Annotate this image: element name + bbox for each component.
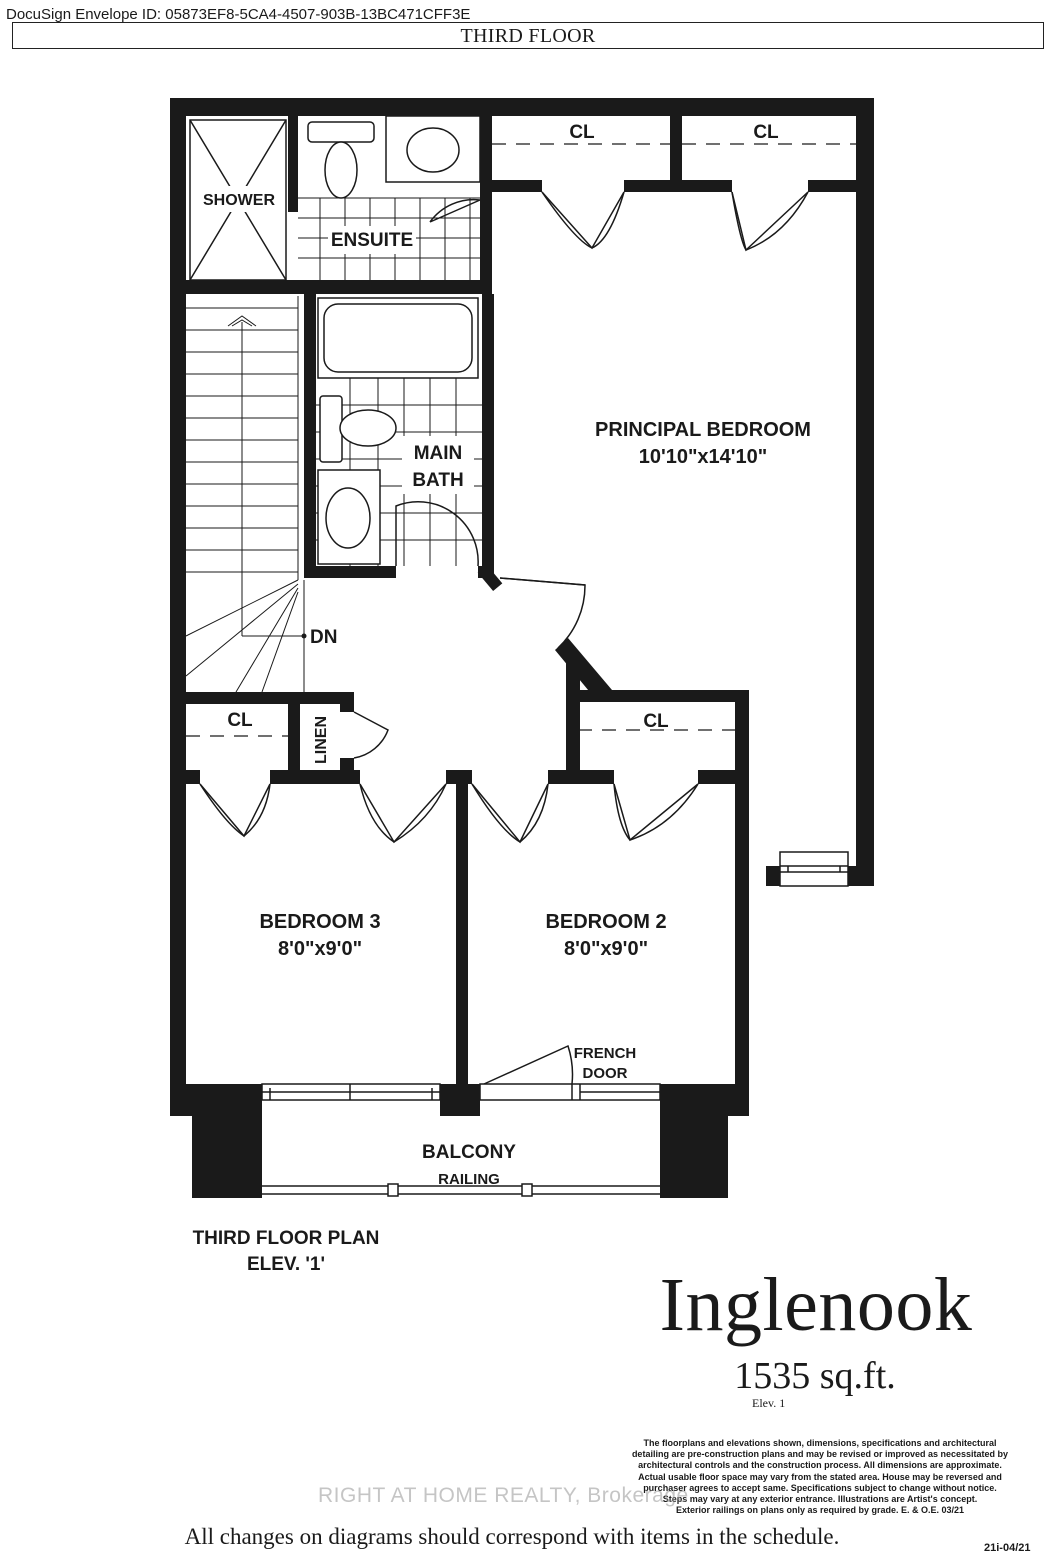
disclaimer-line: The floorplans and elevations shown, dim… (643, 1438, 997, 1448)
plan-caption-line2: ELEV. '1' (246, 1254, 326, 1275)
disclaimer-line: Actual usable floor space may vary from … (638, 1471, 1002, 1482)
closet-label-2: CL (753, 122, 779, 143)
principal-window (779, 851, 849, 887)
balcony-pier-right (660, 1100, 728, 1198)
main-bath-door-swing (395, 501, 479, 567)
wall-principal-lower (566, 660, 580, 772)
plan-caption: THIRD FLOOR PLAN ELEV. '1' (188, 1226, 384, 1278)
bedroom-closet-doors (199, 783, 699, 844)
wall-mainbath-bottom (304, 566, 396, 578)
model-name: Inglenook (659, 1263, 973, 1347)
wall-hall-closet-top (186, 692, 354, 704)
wall-mainbath-right (482, 294, 494, 576)
floor-title: THIRD FLOOR (460, 25, 596, 47)
main-bath-fixtures (317, 395, 397, 565)
header-box: THIRD FLOOR (12, 22, 1044, 49)
bedroom3-window (261, 1083, 441, 1101)
disclaimer-line: Exterior railings on plans only as requi… (675, 1505, 965, 1516)
french-door-label-2: DOOR (583, 1065, 628, 1082)
hall-closet (186, 729, 735, 737)
wall-bed-divider (456, 770, 468, 1116)
balcony-label: BALCONY (422, 1142, 516, 1163)
principal-closet-doors (541, 191, 809, 252)
wall-right (856, 98, 874, 886)
closet-label-1: CL (569, 122, 595, 143)
wall-angle (555, 638, 612, 702)
wall-top (170, 98, 874, 116)
principal-door-leaf (499, 577, 586, 586)
linen-label: LINEN (313, 716, 330, 764)
wall-shower-right (288, 116, 298, 212)
wall-bed2-front-rr (698, 770, 749, 784)
model-elevation: Elev. 1 (752, 1396, 786, 1410)
disclaimer: The floorplans and elevations shown, dim… (612, 1438, 1028, 1516)
wall-left (170, 98, 186, 1116)
ensuite-label: ENSUITE (331, 230, 413, 251)
main-bath-label-1: MAIN (414, 443, 463, 464)
ensuite-door-swing (429, 198, 481, 223)
wall-bed3-front-l (186, 770, 200, 784)
wall-closet-divider (670, 116, 682, 192)
disclaimer-line: Steps may vary at any exterior entrance.… (662, 1494, 978, 1505)
main-bath-label-2: BATH (412, 470, 463, 491)
stair-post (477, 564, 503, 592)
shower-label: SHOWER (203, 192, 275, 209)
wall-bed2-closet-top (566, 690, 749, 702)
wall-lower-right (735, 852, 749, 1116)
french-door (479, 1044, 661, 1101)
disclaimer-line: detailing are pre-construction plans and… (631, 1449, 1009, 1460)
closet-label-3: CL (227, 710, 253, 731)
bedroom2-label: BEDROOM 2 (545, 911, 666, 933)
balcony-pier-left (192, 1100, 262, 1198)
french-door-label-1: FRENCH (574, 1045, 637, 1062)
model-area: 1535 sq.ft. (734, 1355, 896, 1397)
railing-label: RAILING (438, 1171, 500, 1188)
ensuite-fixtures (307, 115, 481, 199)
wall-closet-front-1 (492, 180, 542, 192)
wall-ensuite-right (480, 116, 492, 284)
plan-caption-line1: THIRD FLOOR PLAN (192, 1228, 380, 1249)
watermark: RIGHT AT HOME REALTY, Brokerage (318, 1484, 689, 1507)
principal-bedroom-label: PRINCIPAL BEDROOM (595, 419, 811, 441)
bedroom3-label: BEDROOM 3 (259, 911, 380, 933)
wall-linen-right-b (340, 758, 354, 772)
doc-code: 21i-04/21 (984, 1542, 1031, 1554)
floor-plan: SHOWER ENSUITE CL CL (170, 98, 874, 1198)
envelope-id: DocuSign Envelope ID: 05873EF8-5CA4-4507… (6, 6, 471, 23)
wall-shower-bottom (186, 280, 492, 294)
principal-door-swing (499, 577, 586, 649)
wall-linen-left (288, 692, 300, 772)
wall-mainbath-left (304, 294, 316, 576)
wall-closet-front-3 (808, 180, 856, 192)
wall-linen-right (340, 692, 354, 712)
main-bath-tub (317, 297, 479, 379)
bedroom3-size: 8'0"x9'0" (278, 938, 362, 960)
stairs (185, 296, 305, 693)
footer-note: All changes on diagrams should correspon… (184, 1524, 840, 1549)
disclaimer-line: architectural controls and the construct… (638, 1460, 1002, 1471)
down-label: DN (310, 627, 337, 648)
balcony-railing (262, 1183, 660, 1197)
principal-bedroom-size: 10'10"x14'10" (639, 446, 768, 468)
wall-bed3-front-m (270, 770, 360, 784)
bedroom2-size: 8'0"x9'0" (564, 938, 648, 960)
disclaimer-line: purchaser agrees to accept same. Specifi… (643, 1482, 997, 1493)
wall-bed2-front-r (548, 770, 614, 784)
linen-door-swing (353, 711, 389, 759)
closet-label-4: CL (643, 711, 669, 732)
